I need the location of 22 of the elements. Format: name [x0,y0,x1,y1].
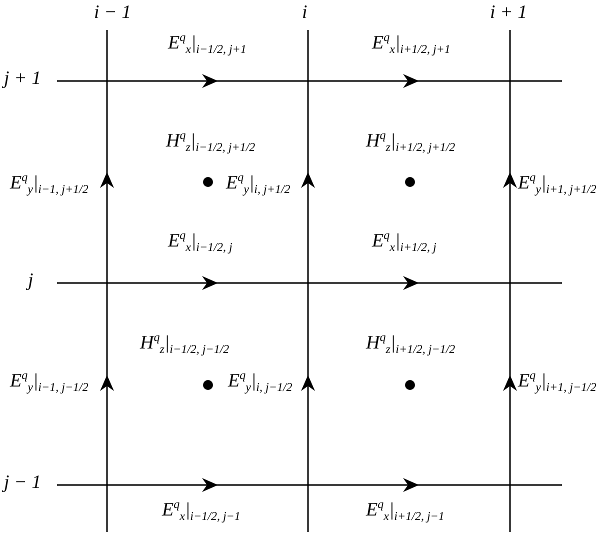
field-component-label: E$^{q}$$_{y}$|$_{i, j+1/2}$ [226,170,290,197]
field-component-label: E$^{q}$$_{x}$|$_{i−1/2, j}$ [168,228,232,255]
field-component-label: E$^{q}$$_{x}$|$_{i+1/2, j}$ [372,228,436,255]
grid-index-label: i [302,2,308,25]
grid-index-label: j [28,270,34,293]
field-component-label: E$^{q}$$_{y}$|$_{i−1, j−1/2}$ [10,368,88,395]
field-component-label: E$^{q}$$_{y}$|$_{i, j−1/2}$ [228,368,292,395]
grid-index-label: j + 1 [4,68,42,91]
field-component-label: H$^{q}$$_{z}$|$_{i−1/2, j+1/2}$ [166,128,256,155]
field-component-label: E$^{q}$$_{y}$|$_{i+1, j+1/2}$ [518,170,596,197]
field-component-label: H$^{q}$$_{z}$|$_{i−1/2, j−1/2}$ [140,330,230,357]
grid-index-label: i + 1 [490,2,528,25]
grid-index-label: i − 1 [94,2,132,25]
field-component-label: E$^{q}$$_{y}$|$_{i+1, j−1/2}$ [518,368,596,395]
grid-index-label: j − 1 [4,472,42,495]
field-component-label: H$^{q}$$_{z}$|$_{i+1/2, j+1/2}$ [366,128,456,155]
field-component-label: E$^{q}$$_{x}$|$_{i−1/2, j+1}$ [168,30,246,57]
field-component-label: H$^{q}$$_{z}$|$_{i+1/2, j−1/2}$ [366,330,456,357]
field-component-label: E$^{q}$$_{x}$|$_{i+1/2, j+1}$ [372,30,450,57]
field-component-label: E$^{q}$$_{y}$|$_{i−1, j+1/2}$ [10,170,88,197]
field-component-label: E$^{q}$$_{x}$|$_{i+1/2, j−1}$ [366,497,444,524]
field-component-label: E$^{q}$$_{x}$|$_{i−1/2, j−1}$ [162,497,240,524]
